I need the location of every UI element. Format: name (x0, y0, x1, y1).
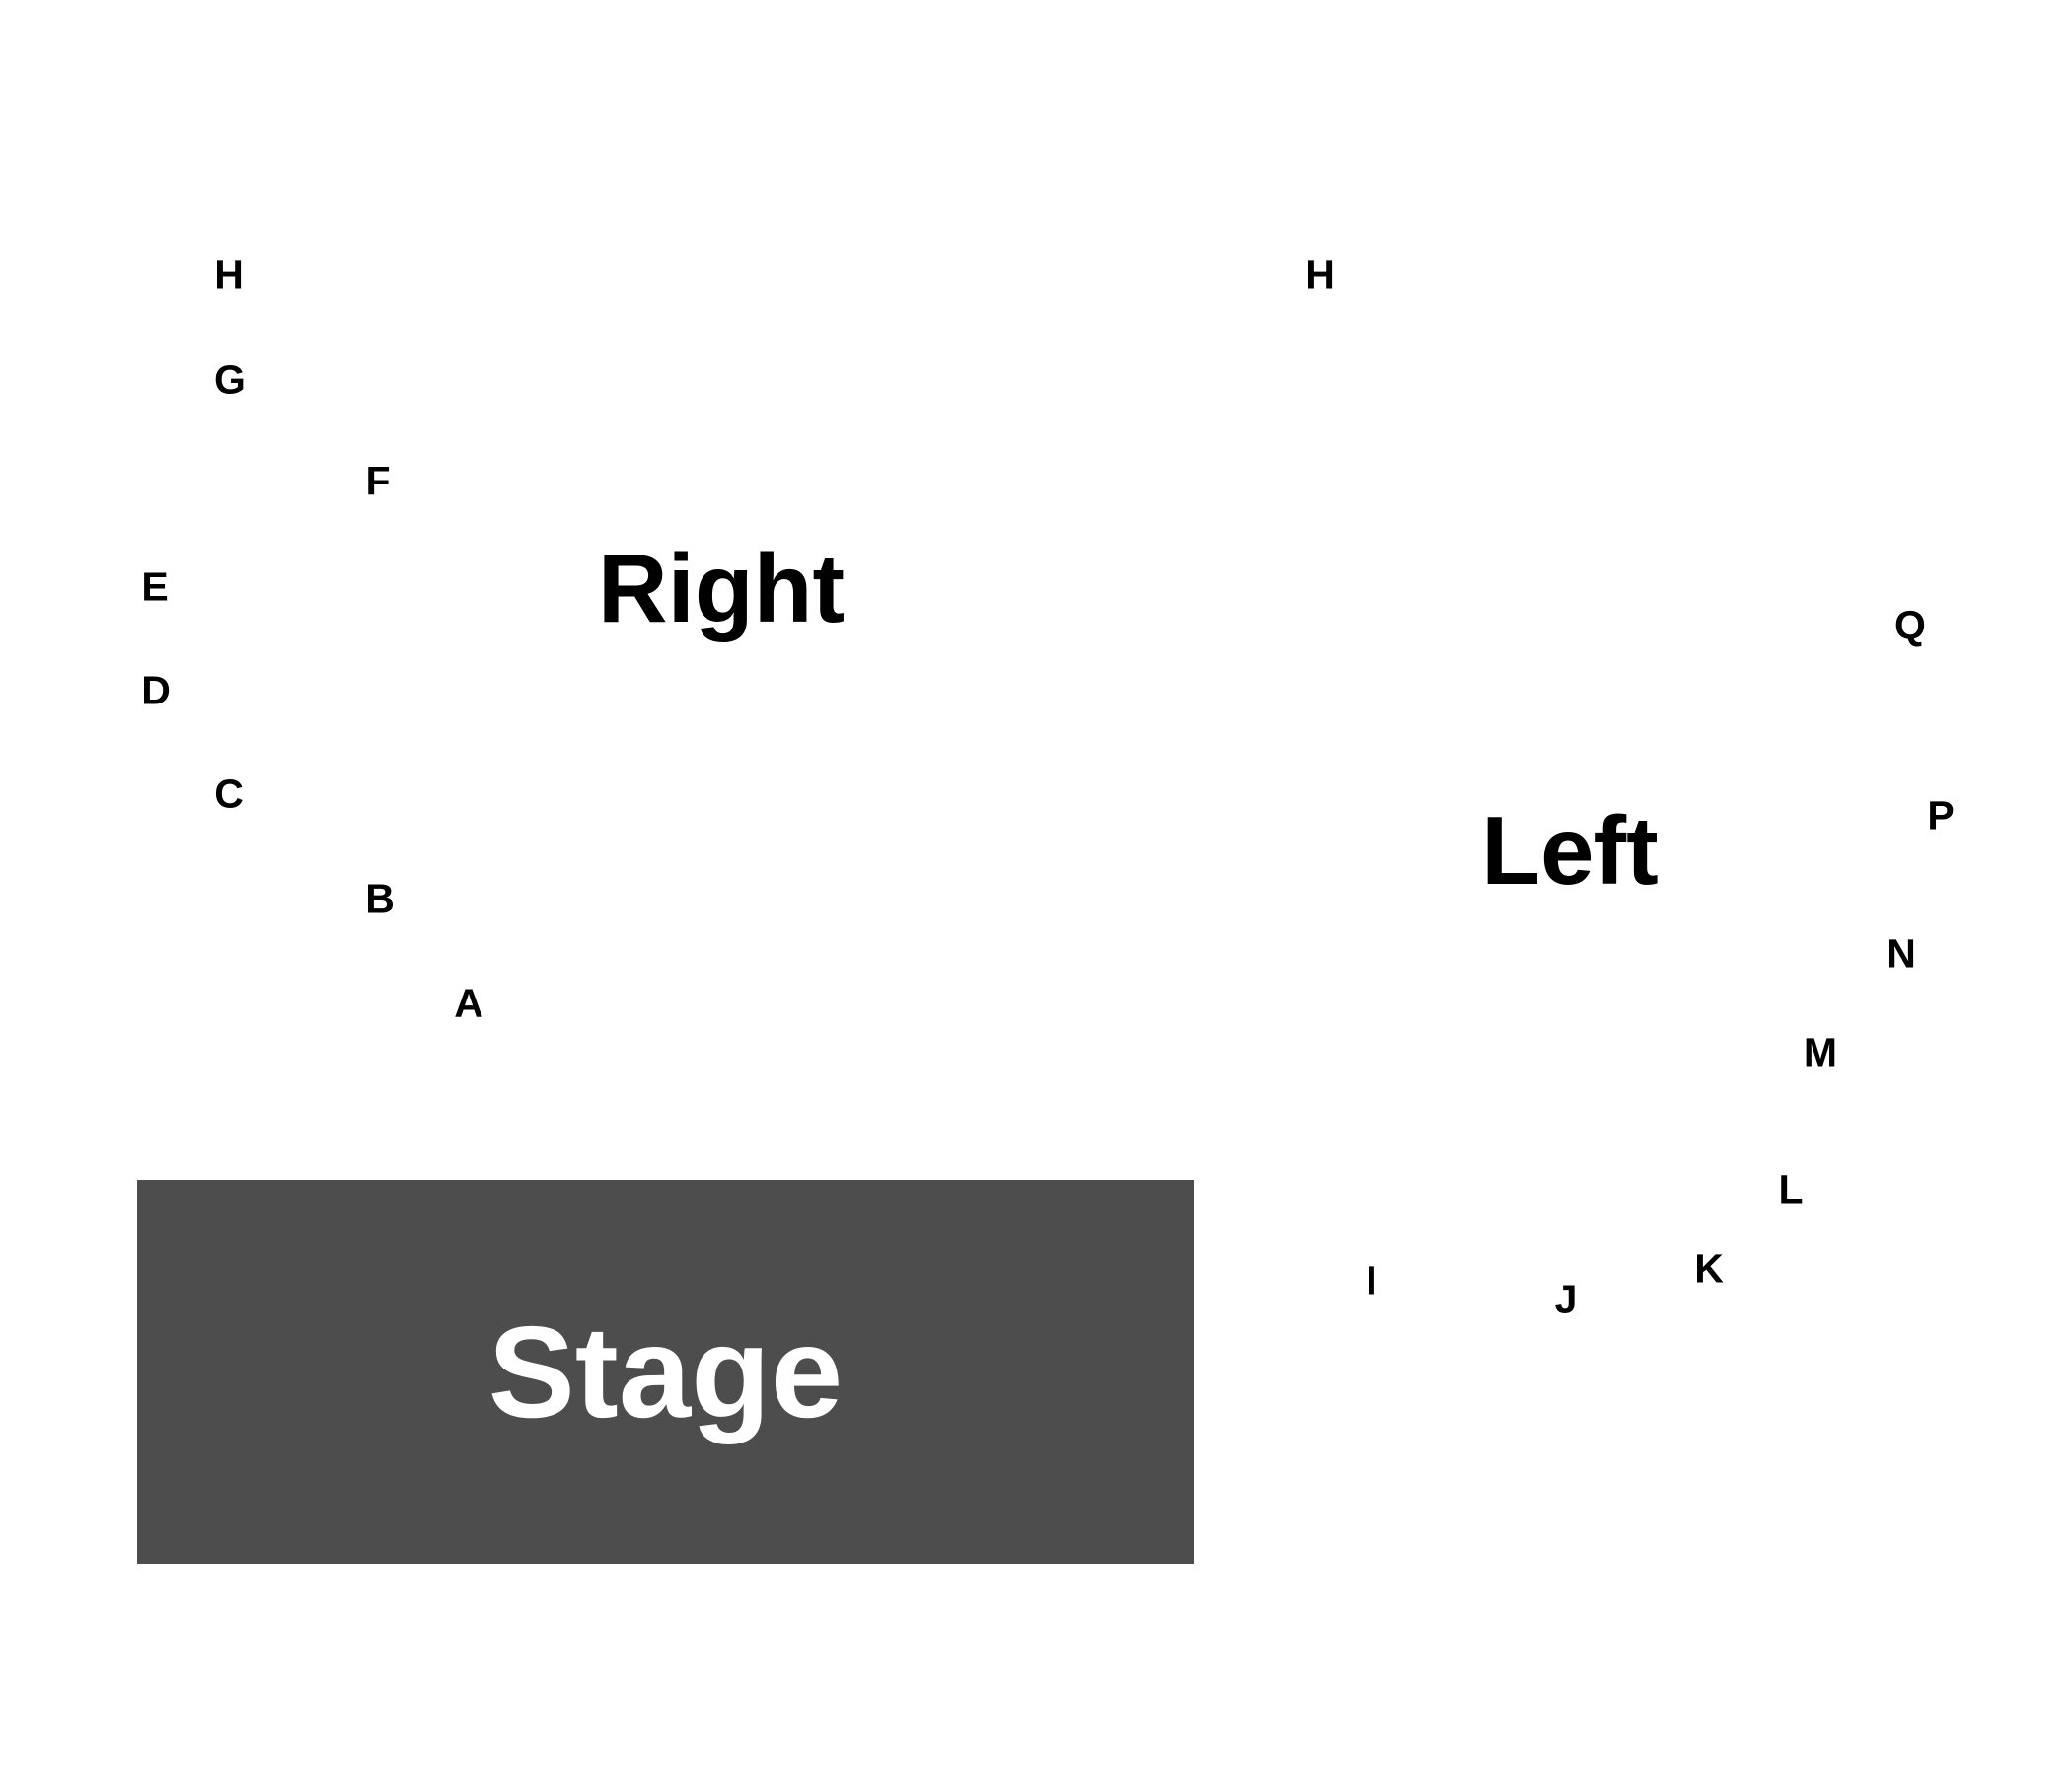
row-right-c[interactable]: C (214, 771, 244, 817)
row-left-k[interactable]: K (1694, 1245, 1724, 1292)
row-left-h[interactable]: H (1305, 252, 1335, 298)
row-right-h[interactable]: H (214, 252, 244, 298)
row-left-m[interactable]: M (1803, 1029, 1838, 1075)
row-left-p[interactable]: P (1927, 792, 1955, 839)
section-right-label[interactable]: Right (597, 534, 846, 642)
row-right-e[interactable]: E (141, 563, 169, 610)
row-right-g[interactable]: G (214, 356, 246, 403)
row-right-f[interactable]: F (365, 458, 391, 504)
row-left-n[interactable]: N (1887, 930, 1916, 977)
row-left-j[interactable]: J (1554, 1276, 1578, 1322)
stage-area: Stage (137, 1180, 1194, 1564)
row-left-i[interactable]: I (1366, 1257, 1377, 1303)
stage-label: Stage (487, 1298, 844, 1444)
row-right-b[interactable]: B (365, 875, 395, 922)
row-left-q[interactable]: Q (1894, 602, 1926, 648)
row-left-l[interactable]: L (1778, 1166, 1804, 1213)
section-left-label[interactable]: Left (1481, 796, 1659, 905)
row-right-d[interactable]: D (141, 667, 171, 713)
row-right-a[interactable]: A (454, 980, 483, 1026)
